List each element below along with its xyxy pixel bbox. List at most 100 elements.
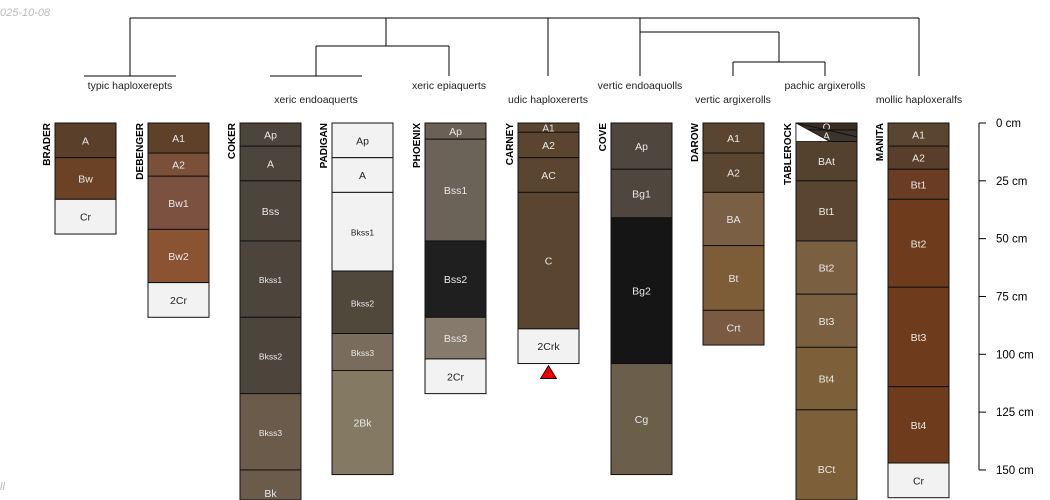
horizon [795,180,858,242]
horizon [239,240,302,318]
horizon [795,293,858,348]
horizon [147,282,210,318]
horizon-label: BAt [818,156,835,168]
profile-name: CARNEY [505,123,516,166]
horizon [331,270,394,334]
horizon-label: Bkss2 [259,351,282,361]
horizon-label: Cr [80,212,92,224]
horizon-label: A [82,135,89,147]
horizon [54,198,117,235]
horizon-label: Bw2 [168,251,189,263]
horizon [795,409,858,500]
horizon-label: A1 [727,133,740,145]
truncation-triangle-icon [539,364,558,379]
horizon-label: Bkss1 [351,228,374,238]
horizon [887,462,950,499]
horizon-label: Bw1 [168,198,189,210]
horizon [239,393,302,471]
horizon [239,316,302,395]
horizon-label: A2 [912,153,925,165]
horizon-label: A [823,132,830,143]
horizon [331,122,394,159]
horizon-label: 2Cr [447,371,464,383]
bottom-stamp: ll [0,481,5,493]
horizon-label: 2Crk [537,341,560,353]
horizon [795,346,858,411]
horizon-label: Ap [356,135,369,147]
horizon-label: Bss1 [444,185,468,197]
horizon-label: A1 [542,124,555,135]
horizon [424,358,487,395]
horizon [887,386,950,464]
horizon [424,138,487,242]
horizon-label: Ap [635,141,648,153]
wedge-shape [795,122,831,142]
taxon-label: typic haploxerepts [88,80,173,92]
horizon-label: BCt [818,464,836,476]
horizon [702,245,765,311]
horizon [887,168,950,200]
horizon-label: Cg [635,414,649,426]
depth-tick-label: 0 cm [996,118,1021,130]
horizon [331,369,394,476]
horizon [147,122,210,154]
horizon [517,328,580,365]
horizon [331,157,394,193]
horizon-label: A1 [172,133,185,145]
taxon-label: vertic endoaquolls [598,80,683,92]
horizon [702,191,765,247]
horizon-label: Bkss1 [259,275,282,285]
depth-tick-label: 125 cm [996,407,1034,419]
horizon-label: Bss3 [444,333,468,345]
horizon [702,309,765,346]
horizon-label: Bt1 [911,179,927,191]
horizon-label: Bkss3 [351,348,374,358]
profile-name: DAROW [690,122,701,161]
horizon-label: Bss [262,206,280,218]
depth-tick-label: 25 cm [996,176,1027,188]
horizon [54,122,117,159]
horizon [517,157,580,193]
horizon-label: A1 [912,130,925,142]
horizon-label: A2 [542,140,555,152]
horizon [239,145,302,182]
horizon-label: Bt [729,273,739,285]
profile-name: PHOENIX [412,123,423,168]
horizon-label: Bkss2 [351,298,374,308]
horizon [54,157,117,200]
horizon-label: Bt3 [819,316,835,328]
depth-tick-label: 100 cm [996,349,1034,361]
horizon [424,316,487,360]
horizon [702,122,765,154]
profile-name: COKER [227,122,238,159]
depth-tick-label: 75 cm [996,291,1027,303]
horizon-label: O [823,122,831,133]
horizon-label: C [545,256,553,268]
horizon [610,122,673,170]
taxon-label: pachic argixerolls [784,80,865,92]
horizon-label: Ap [264,130,277,142]
horizon-label: A [267,158,274,170]
dendrogram-lines [84,17,920,77]
horizon [517,131,580,159]
horizon [887,286,950,388]
horizon-label: Bk [264,488,277,500]
wedge-line [795,122,858,138]
horizon [795,240,858,295]
profile-name: COVE [598,123,609,152]
profile-name: DEBENGER [135,122,146,179]
profile-name: TABLEROCK [783,122,794,185]
